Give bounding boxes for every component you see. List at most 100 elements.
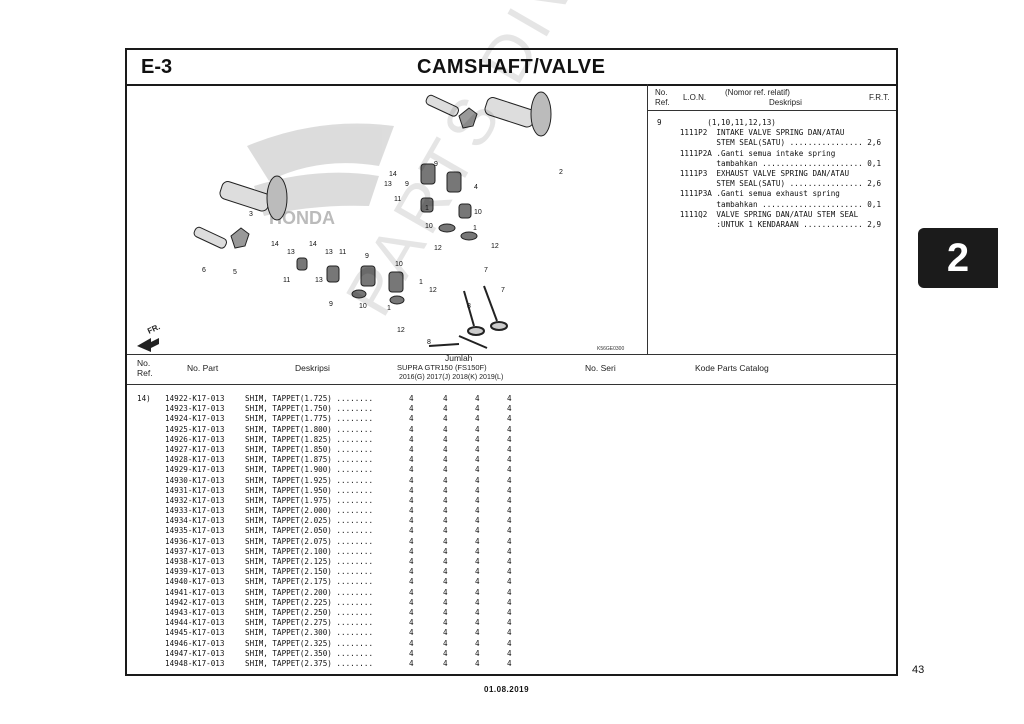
- svg-text:11: 11: [339, 249, 346, 256]
- svg-text:7: 7: [501, 287, 505, 294]
- part-number: 14947-K17-013: [165, 648, 225, 658]
- honda-brand-text: HONDA: [269, 208, 335, 228]
- camshaft-exhaust: [484, 91, 552, 137]
- part-qty: 4: [443, 557, 448, 566]
- part-number: 14930-K17-013: [165, 475, 225, 485]
- part-qty: 4: [443, 495, 448, 505]
- part-qty: 4: [409, 648, 414, 658]
- part-qty: 4: [475, 557, 480, 566]
- catalog-page-frame: E-3 CAMSHAFT/VALVE HONDA: [125, 48, 898, 676]
- part-qty: 4: [475, 648, 480, 658]
- part-qty: 4: [507, 618, 512, 628]
- ref-col-no: No.: [655, 88, 668, 97]
- svg-text:12: 12: [397, 327, 405, 334]
- ref-table-line: 1111P2 INTAKE VALVE SPRING DAN/ATAU: [657, 128, 845, 138]
- part-qty: 4: [409, 577, 414, 587]
- part-description: SHIM, TAPPET(2.175) ........: [245, 577, 374, 587]
- part-qty: 4: [475, 546, 480, 556]
- part-qty: 4: [507, 455, 512, 465]
- part-qty: 4: [475, 444, 480, 454]
- parts-col-ref: Ref.: [137, 368, 153, 378]
- part-qty: 4: [409, 658, 414, 668]
- svg-text:10: 10: [395, 261, 403, 268]
- part-qty: 4: [443, 567, 448, 577]
- part-qty: 4: [507, 506, 512, 516]
- part-qty: 4: [475, 424, 480, 434]
- parts-col-seri: No. Seri: [585, 363, 616, 373]
- svg-text:1: 1: [419, 279, 423, 286]
- part-qty: 4: [443, 618, 448, 628]
- part-number: 14934-K17-013: [165, 516, 225, 526]
- part-qty: 4: [409, 526, 414, 536]
- part-description: SHIM, TAPPET(2.225) ........: [245, 597, 374, 607]
- part-qty: 4: [475, 434, 480, 444]
- part-qty: 4: [409, 618, 414, 628]
- part-description: SHIM, TAPPET(2.200) ........: [245, 587, 374, 597]
- svg-text:2: 2: [559, 169, 563, 176]
- part-qty: 4: [409, 414, 414, 424]
- ref-col-lon: L.O.N.: [683, 93, 707, 102]
- part-qty: 4: [443, 597, 448, 607]
- part-description: SHIM, TAPPET(2.275) ........: [245, 618, 374, 628]
- part-description: SHIM, TAPPET(2.025) ........: [245, 516, 374, 526]
- svg-text:13: 13: [325, 249, 333, 256]
- parts-col-jumlah: Jumlah: [445, 353, 473, 363]
- part-number: 14933-K17-013: [165, 506, 225, 516]
- part-qty: 4: [409, 444, 414, 454]
- part-number: 14925-K17-013: [165, 424, 225, 434]
- part-qty: 4: [443, 394, 448, 403]
- part-qty: 4: [409, 587, 414, 597]
- ref-table-line: tambahkan ...................... 0,1: [657, 158, 882, 168]
- part-qty: 4: [475, 465, 480, 475]
- part-qty: 4: [475, 618, 480, 628]
- footer-date: 01.08.2019: [484, 685, 530, 694]
- part-qty: 4: [475, 455, 480, 465]
- part-qty: 4: [443, 546, 448, 556]
- part-qty: 4: [443, 536, 448, 546]
- part-description: SHIM, TAPPET(2.075) ........: [245, 536, 374, 546]
- part-qty: 4: [409, 434, 414, 444]
- part-qty: 4: [409, 516, 414, 526]
- section-code: E-3: [141, 56, 173, 78]
- ref-table-line: STEM SEAL(SATU) ................ 2,6: [657, 138, 882, 148]
- camshaft-intake: [219, 175, 288, 221]
- part-description: SHIM, TAPPET(1.900) ........: [245, 465, 374, 475]
- part-qty: 4: [409, 536, 414, 546]
- svg-text:12: 12: [429, 287, 437, 294]
- part-number: 14946-K17-013: [165, 638, 225, 648]
- part-number: 14924-K17-013: [165, 414, 225, 424]
- front-arrow-icon: [137, 338, 159, 352]
- part-qty: 4: [507, 424, 512, 434]
- ref-col-ref: Ref.: [655, 98, 670, 107]
- part-qty: 4: [475, 567, 480, 577]
- part-description: SHIM, TAPPET(1.950) ........: [245, 485, 374, 495]
- svg-text:6: 6: [202, 267, 206, 274]
- ref-table-line: 1111P3A .Ganti semua exhaust spring: [657, 189, 840, 199]
- page-number: 43: [912, 664, 925, 676]
- part-qty: 4: [409, 628, 414, 638]
- svg-text:8: 8: [427, 339, 431, 346]
- part-qty: 4: [409, 465, 414, 475]
- part-qty: 4: [507, 607, 512, 617]
- part-description: SHIM, TAPPET(1.725) ........: [245, 394, 374, 403]
- part-description: SHIM, TAPPET(2.350) ........: [245, 648, 374, 658]
- ref-col-frt: F.R.T.: [869, 93, 890, 102]
- svg-text:1: 1: [473, 225, 477, 232]
- part-qty: 4: [409, 424, 414, 434]
- part-number: 14939-K17-013: [165, 567, 225, 577]
- part-qty: 4: [507, 444, 512, 454]
- part-qty: 4: [507, 628, 512, 638]
- svg-text:9: 9: [434, 161, 438, 168]
- parts-col-kode: Kode Parts Catalog: [695, 363, 769, 373]
- part-qty: 4: [443, 658, 448, 668]
- ref-table-line: 1111P2A .Ganti semua intake spring: [657, 148, 836, 158]
- chapter-tab: 2: [918, 228, 998, 288]
- part-number: 14938-K17-013: [165, 557, 225, 566]
- part-qty: 4: [507, 485, 512, 495]
- part-qty: 4: [507, 434, 512, 444]
- part-qty: 4: [443, 577, 448, 587]
- part-qty: 4: [409, 597, 414, 607]
- part-qty: 4: [443, 475, 448, 485]
- part-qty: 4: [443, 424, 448, 434]
